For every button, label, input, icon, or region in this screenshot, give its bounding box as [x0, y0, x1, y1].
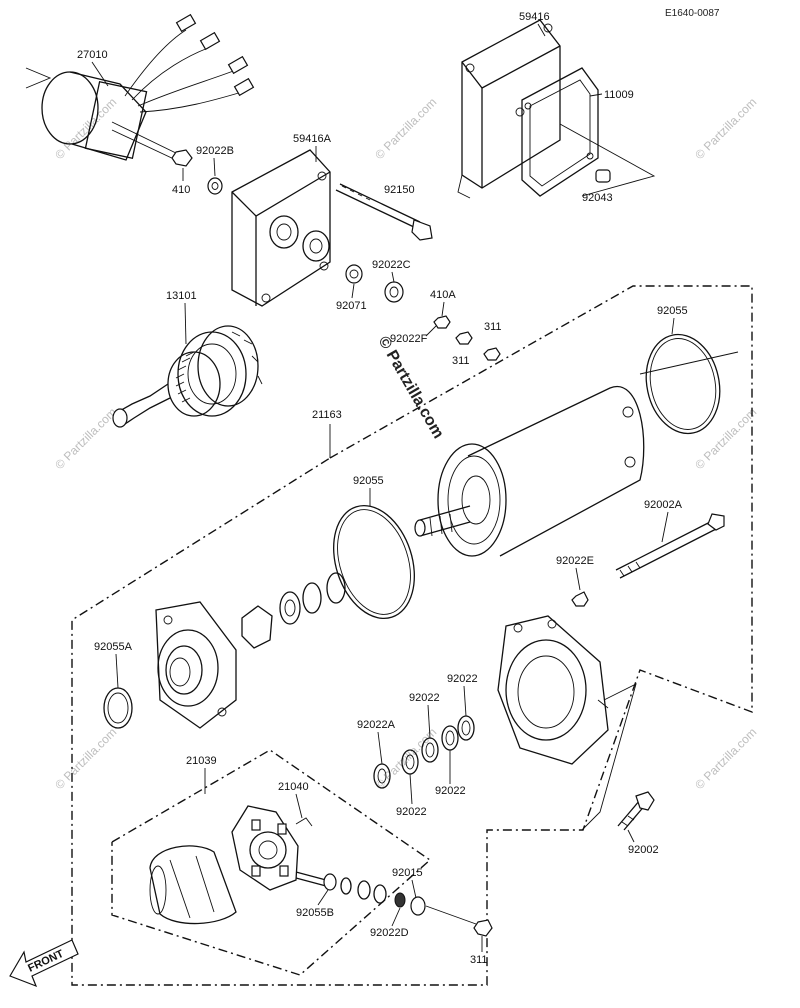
o-ring-92055-top: [645, 333, 721, 435]
label-92055B: 92055B: [296, 907, 334, 919]
label-21163: 21163: [312, 409, 342, 421]
label-92022-mid: 92022: [409, 692, 440, 704]
label-92022B: 92022B: [196, 145, 234, 157]
label-92015: 92015: [392, 867, 423, 879]
watermark-layer: © Partzilla.com © Partzilla.com © Partzi…: [52, 95, 759, 792]
label-92055-top: 92055: [657, 305, 688, 317]
label-92055-mid: 92055: [353, 475, 384, 487]
label-92022-top: 92022: [447, 673, 478, 685]
gasket-11009: [521, 67, 599, 197]
watermark-text: © Partzilla.com: [52, 725, 119, 792]
o-ring-92055-mid: [333, 504, 415, 620]
leader-27010: [91, 61, 109, 87]
label-11009: 11009: [604, 89, 634, 101]
label-92150: 92150: [384, 184, 415, 196]
diagram-code: E1640-0087: [665, 8, 720, 19]
watermark-text: © Partzilla.com: [52, 405, 119, 472]
nut-410A: [433, 315, 451, 329]
front-cover: [155, 601, 237, 729]
group-outlines: [71, 285, 753, 986]
starter-drive-13101: [112, 325, 263, 428]
label-92022-bot: 92022: [396, 806, 427, 818]
cover-59416: [457, 19, 561, 199]
label-92071: 92071: [336, 300, 367, 312]
label-59416A: 59416A: [293, 133, 332, 145]
plug-92043: [595, 169, 611, 183]
label-92022F: 92022F: [390, 333, 428, 345]
nut-410: [171, 149, 193, 167]
label-27010: 27010: [77, 49, 108, 61]
label-21039: 21039: [186, 755, 217, 767]
bolt-92150: [335, 183, 433, 241]
washer-92022C: [384, 281, 404, 303]
nut-311c: [473, 919, 493, 937]
label-13101: 13101: [166, 290, 197, 302]
watermark-center: © Partzilla.com: [375, 334, 447, 442]
assembly-21163-outline: [71, 285, 753, 986]
label-410: 410: [172, 184, 190, 196]
yoke-sleeve: [149, 845, 237, 925]
bushing-92071: [345, 264, 363, 284]
washer-92022E: [571, 591, 589, 607]
label-92022C: 92022C: [372, 259, 411, 271]
label-92022E: 92022E: [556, 555, 594, 567]
label-92002: 92002: [628, 844, 659, 856]
nut-311a: [455, 331, 473, 345]
terminal-hardware: [295, 871, 426, 916]
watermark-text: © Partzilla.com: [692, 405, 759, 472]
watermark-text: © Partzilla.com: [372, 725, 439, 792]
label-92002A: 92002A: [644, 499, 683, 511]
yoke-21163: [414, 385, 645, 557]
bolt-92002: [617, 791, 655, 831]
watermark-text: © Partzilla.com: [52, 95, 119, 162]
label-311c: 311: [470, 954, 488, 966]
label-92022A: 92022A: [357, 719, 396, 731]
label-92043: 92043: [582, 192, 613, 204]
label-410A: 410A: [430, 289, 456, 301]
assembly-21039-outline: [111, 749, 432, 976]
housing-59416A: [231, 149, 331, 307]
front-arrow: FRONT: [9, 939, 79, 988]
nut-311b: [483, 347, 501, 361]
label-92022-right: 92022: [435, 785, 466, 797]
watermark-text: © Partzilla.com: [692, 725, 759, 792]
label-21040: 21040: [278, 781, 309, 793]
label-311a: 311: [484, 321, 502, 333]
washer-92022B: [207, 177, 223, 195]
front-arrow-icon: [9, 939, 79, 988]
shim-washers: [241, 572, 346, 649]
solenoid-27010: [25, 13, 255, 161]
label-92055A: 92055A: [94, 641, 133, 653]
bolt-92002A: [615, 513, 725, 579]
brush-holder-21039: [231, 805, 313, 891]
watermark-text: © Partzilla.com: [692, 95, 759, 162]
watermark-text: © Partzilla.com: [372, 95, 439, 162]
label-59416: 59416: [519, 11, 550, 23]
rear-cover: [497, 615, 609, 765]
label-92022D: 92022D: [370, 927, 409, 939]
label-311b: 311: [452, 355, 470, 367]
